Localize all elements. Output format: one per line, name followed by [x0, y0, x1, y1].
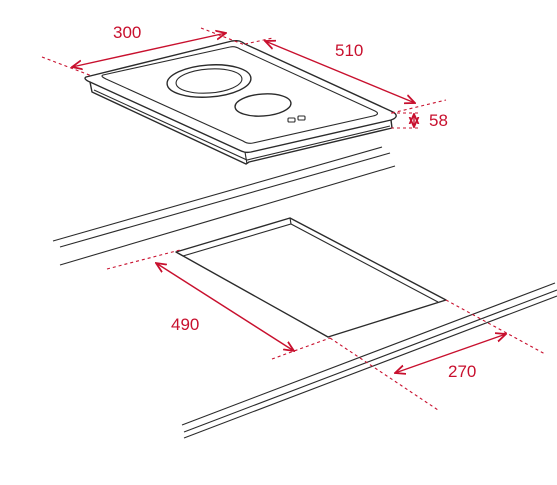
label-58: 58 — [429, 111, 448, 130]
dimension-510: 510 — [244, 37, 447, 114]
extension-line-490-top — [106, 249, 181, 270]
large-cooking-zone-outer — [166, 64, 252, 98]
small-cooking-zone — [234, 93, 292, 117]
dimension-490: 490 — [106, 249, 331, 360]
extension-line-270-left — [329, 337, 439, 411]
cutout-outline — [175, 217, 447, 338]
dimension-line-490 — [156, 263, 294, 351]
hob-side — [89, 81, 393, 165]
label-490: 490 — [171, 315, 199, 334]
touch-control-icon — [287, 115, 306, 123]
label-300: 300 — [113, 23, 141, 42]
extension-line-270-right — [445, 299, 546, 355]
label-510: 510 — [335, 41, 363, 60]
hob-base-lip — [244, 151, 248, 165]
label-270: 270 — [448, 362, 476, 381]
dimension-line-510 — [265, 41, 415, 103]
hob-base-edge — [93, 89, 391, 161]
extension-line-top — [244, 37, 274, 45]
dimension-58: 58 — [391, 111, 448, 130]
hob-drawing — [84, 39, 397, 165]
worktop-front-edge — [181, 282, 557, 439]
large-cooking-zone-inner — [175, 68, 243, 94]
extension-line-490-bottom — [271, 337, 331, 360]
worktop-cutout — [175, 217, 447, 338]
hob-glass-inner — [101, 46, 378, 144]
dimension-300: 300 — [41, 23, 246, 77]
worktop-rear-edge — [52, 146, 396, 266]
cutout-inner-edge — [182, 223, 439, 303]
extension-line-left — [41, 56, 93, 77]
dimension-line-270 — [395, 334, 506, 373]
dimension-270: 270 — [329, 299, 546, 411]
dimension-line-300 — [72, 33, 226, 67]
